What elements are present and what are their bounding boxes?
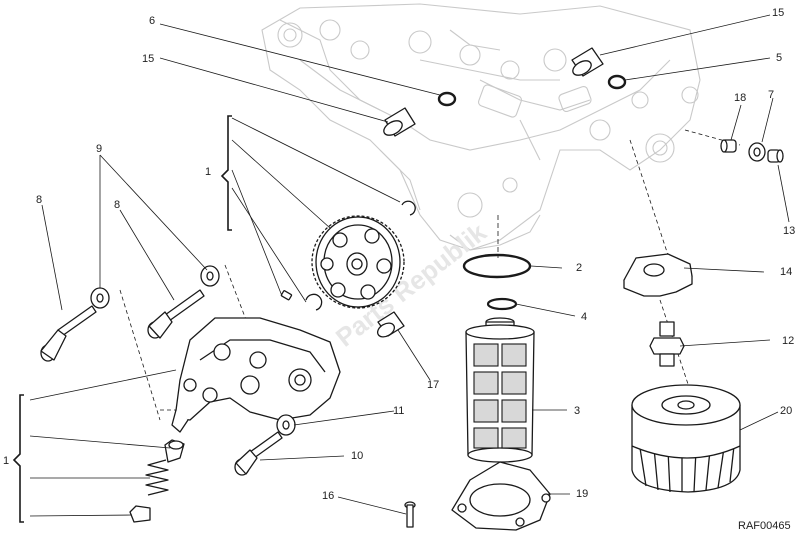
washer-7 <box>748 142 766 162</box>
callout-8-left: 8 <box>36 194 42 206</box>
bushing-15-upper <box>571 47 604 77</box>
filter-cover-19 <box>451 461 551 531</box>
oil-pump-gear <box>311 215 405 309</box>
callout-8-right: 8 <box>114 199 120 211</box>
callout-20: 20 <box>780 405 792 417</box>
plug-13 <box>767 149 784 163</box>
callout-19: 19 <box>576 488 588 500</box>
bolt-8-b <box>147 289 205 339</box>
washer-9-b <box>200 265 220 287</box>
callout-1-lower: 1 <box>3 455 9 467</box>
callout-3: 3 <box>574 405 580 417</box>
o-ring-2 <box>462 253 532 279</box>
dowel-18 <box>720 139 737 153</box>
callout-14: 14 <box>780 266 792 278</box>
bushing-15-left <box>383 107 416 137</box>
callout-17: 17 <box>427 379 439 391</box>
relief-valve-plug <box>129 505 151 523</box>
callout-15-right: 15 <box>772 7 784 19</box>
callout-labels: 6 15 15 5 18 7 13 1 9 8 8 2 4 14 12 3 17… <box>3 7 795 502</box>
callout-11: 11 <box>393 405 404 417</box>
bolt-8-a <box>40 305 97 362</box>
callout-1-upper: 1 <box>205 166 211 178</box>
callout-13: 13 <box>783 225 795 237</box>
circlip-lower <box>305 293 323 311</box>
bushing-17 <box>376 311 405 338</box>
group-bracket-1-bottom <box>12 394 24 523</box>
callout-7: 7 <box>768 89 774 101</box>
leader-lines <box>29 14 790 517</box>
bracket-14 <box>623 253 693 297</box>
o-ring-6 <box>437 91 457 107</box>
callout-5: 5 <box>776 52 782 64</box>
callout-12: 12 <box>782 335 794 347</box>
circlip-upper <box>401 200 416 216</box>
crankcase-ghost <box>261 3 701 251</box>
o-ring-4 <box>486 297 518 311</box>
bolt-10 <box>234 431 283 476</box>
oil-filter-screen <box>465 317 535 463</box>
o-ring-5 <box>607 74 627 90</box>
callout-15-left: 15 <box>142 53 154 65</box>
callout-6: 6 <box>149 15 155 27</box>
washer-9-a <box>90 287 110 309</box>
callout-2: 2 <box>576 262 582 274</box>
reference-code: RAF00465 <box>738 520 791 532</box>
oil-pump-body <box>171 317 341 433</box>
callout-16: 16 <box>322 490 334 502</box>
callout-18: 18 <box>734 92 746 104</box>
relief-valve-spring <box>145 459 169 496</box>
washer-11 <box>276 414 296 436</box>
screw-16 <box>404 501 416 528</box>
callout-9: 9 <box>96 143 102 155</box>
key-pin <box>280 290 293 301</box>
group-bracket-1-top <box>220 115 232 231</box>
callout-10: 10 <box>351 450 363 462</box>
nipple-12 <box>649 321 685 367</box>
oil-filter-20 <box>631 384 741 493</box>
callout-4: 4 <box>581 311 587 323</box>
relief-valve-piston <box>164 439 185 463</box>
